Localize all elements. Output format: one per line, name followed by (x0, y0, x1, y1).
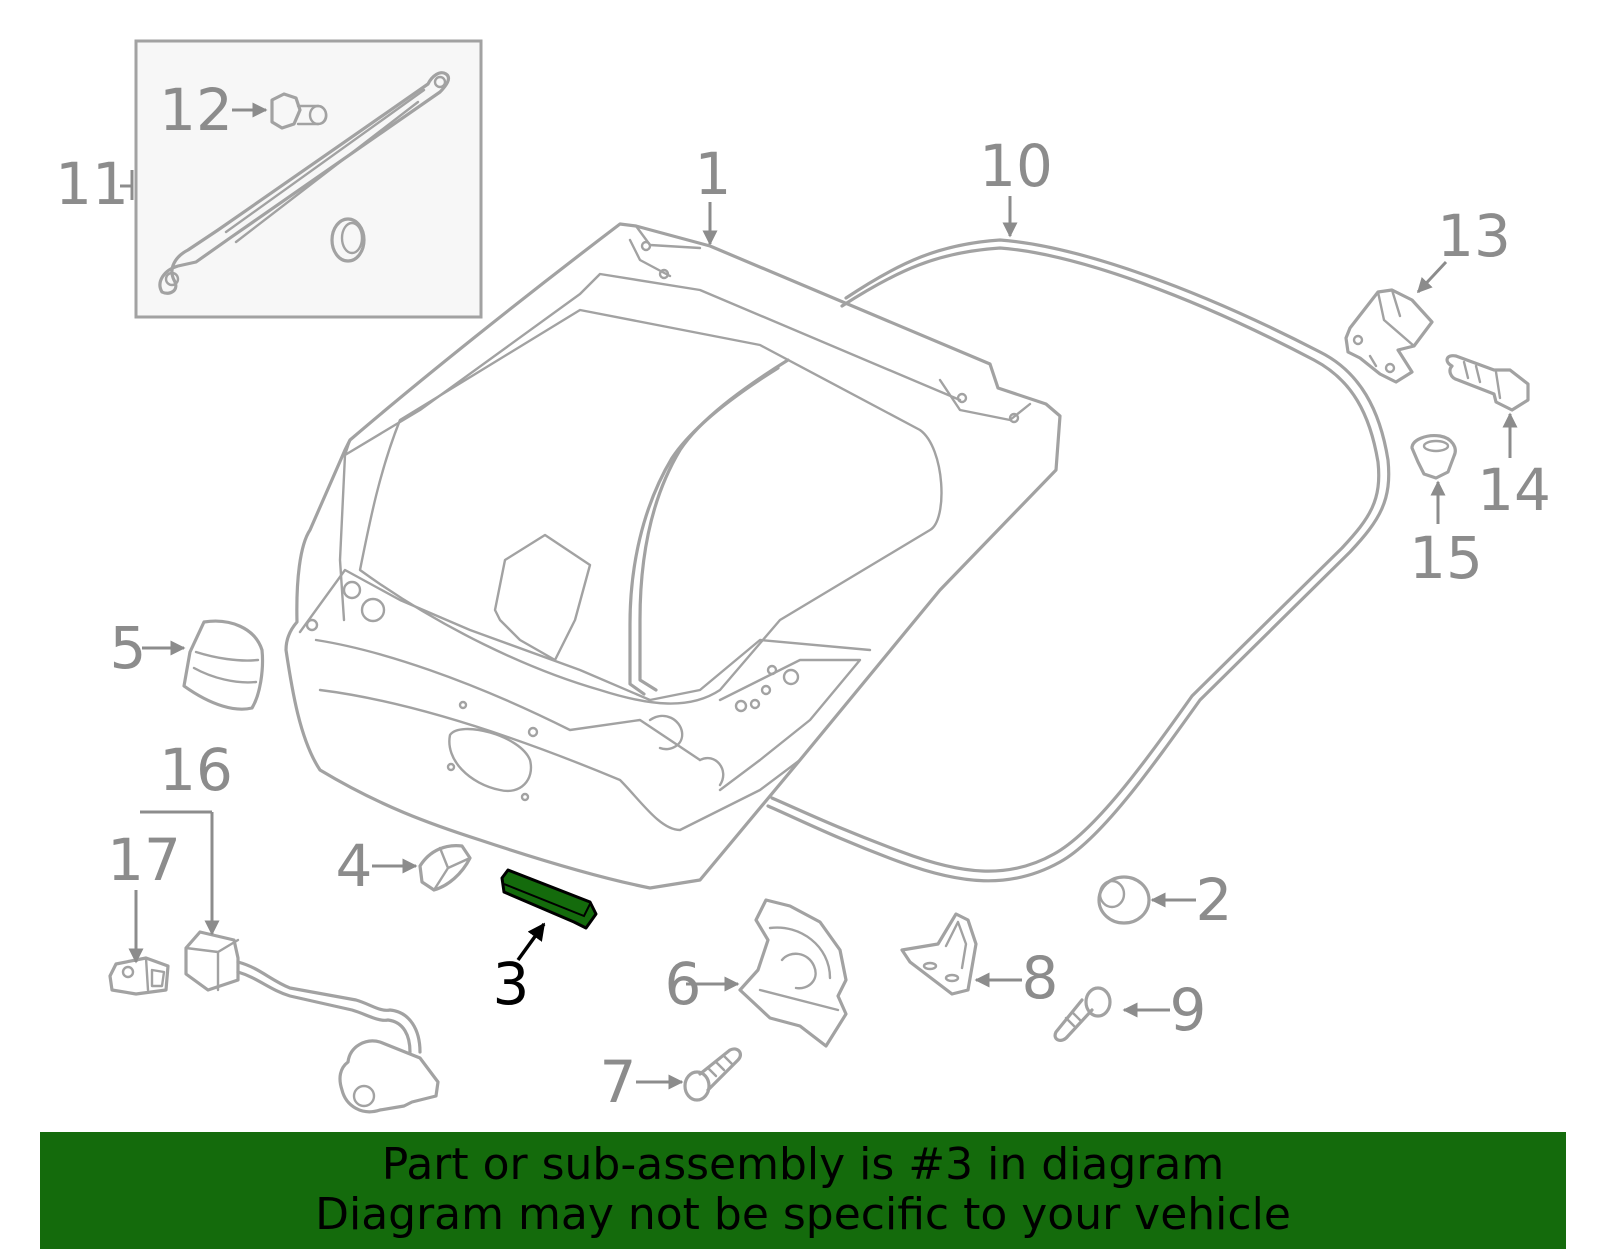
callout-3-highlighted: 3 (493, 950, 530, 1018)
callout-13: 13 (1437, 202, 1511, 270)
part-17-clip (108, 956, 170, 996)
callout-11: 11 (55, 150, 129, 218)
callout-1: 1 (695, 140, 732, 208)
callout-9: 9 (1170, 976, 1207, 1044)
callout-17: 17 (107, 826, 181, 894)
callout-12: 12 (159, 76, 233, 144)
callout-2: 2 (1196, 866, 1233, 934)
callout-labels: 1 2 3 4 5 6 7 8 9 10 11 12 13 14 15 16 1… (55, 76, 1551, 1116)
part-8-striker (900, 912, 978, 996)
callout-10: 10 (979, 132, 1053, 200)
info-banner: Part or sub-assembly is #3 in diagram Di… (40, 1132, 1566, 1249)
part-1-tailgate (284, 222, 1062, 890)
part-15-clip-nut (1410, 434, 1457, 480)
callout-5: 5 (110, 614, 147, 682)
part-9-bolt (1053, 986, 1112, 1042)
callout-14: 14 (1477, 456, 1551, 524)
callout-6: 6 (665, 950, 702, 1018)
part-11-strut-inset (134, 39, 483, 319)
callout-7: 7 (600, 1048, 637, 1116)
part-14-bolt (1445, 354, 1530, 412)
part-6-latch (738, 898, 848, 1048)
part-16-camera (184, 930, 440, 1114)
callout-8: 8 (1022, 944, 1059, 1012)
callout-15: 15 (1409, 524, 1483, 592)
callout-4: 4 (336, 832, 373, 900)
part-2-grommet (1097, 875, 1151, 925)
part-4-bumper-stop (418, 844, 472, 892)
part-10-weatherstrip (628, 238, 1391, 883)
callout-16: 16 (159, 736, 233, 804)
part-7-bolt (683, 1047, 743, 1102)
banner-line-1: Part or sub-assembly is #3 in diagram (381, 1139, 1225, 1190)
part-3-highlighted-trim (500, 868, 598, 930)
leader-lines (120, 102, 1518, 1090)
part-5-handle-cover (182, 619, 265, 711)
banner-line-2: Diagram may not be specific to your vehi… (315, 1189, 1291, 1240)
part-12-ball-stud (270, 92, 328, 130)
part-13-hinge (1344, 288, 1434, 384)
